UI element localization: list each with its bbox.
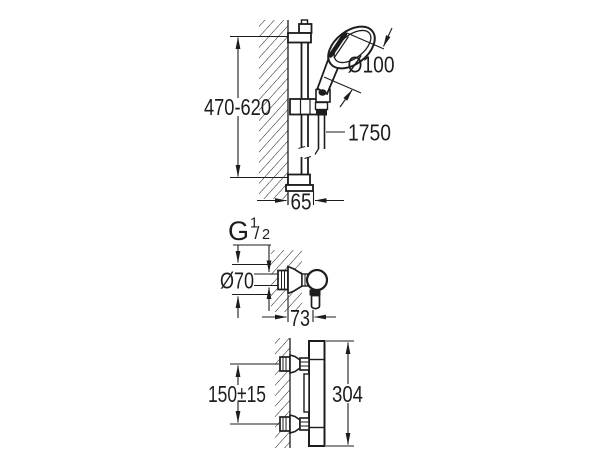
dimension-projection-depth: 73 bbox=[262, 295, 336, 331]
projection-depth-label: 73 bbox=[290, 305, 310, 331]
thread-numerator: 1 bbox=[250, 216, 258, 232]
thread-size-label: G 1 / 2 bbox=[228, 216, 270, 247]
dimension-body-length: 304 bbox=[332, 342, 363, 445]
rail-height-extension-lines bbox=[230, 35, 315, 205]
front-extension-lines bbox=[230, 340, 354, 447]
bracket-offset-label: 65 bbox=[291, 189, 312, 215]
body-length-label: 304 bbox=[332, 381, 363, 407]
thread-base: G bbox=[228, 216, 249, 246]
rail-bottom-flange bbox=[285, 184, 314, 192]
shower-rail bbox=[300, 42, 309, 175]
dimension-hose-length: 1750 bbox=[326, 120, 391, 146]
shower-hose bbox=[314, 115, 326, 155]
rail-top-bracket bbox=[287, 32, 312, 44]
rosette-diameter-label: Ø70 bbox=[220, 268, 254, 294]
mixer-body-shoulders bbox=[309, 358, 325, 429]
mixer-front-view: 150±15 304 bbox=[208, 338, 363, 448]
inlet-spacing-label: 150±15 bbox=[208, 381, 266, 407]
hose-connector bbox=[314, 101, 329, 111]
outlet-nipple bbox=[310, 294, 321, 310]
rail-height-label: 470-620 bbox=[204, 94, 271, 120]
handle-knob bbox=[305, 268, 329, 292]
hose-length-label: 1750 bbox=[348, 120, 391, 146]
dimension-inlet-spacing: 150±15 bbox=[208, 365, 266, 423]
rail-top-cap bbox=[298, 23, 313, 34]
mixer-front-plate bbox=[303, 373, 310, 413]
rail-break-marks bbox=[298, 145, 312, 160]
outlet-knurl bbox=[309, 289, 321, 296]
inlet-nut-facets bbox=[281, 270, 285, 290]
head-diameter-label: Ø100 bbox=[348, 52, 395, 78]
handle-joint bbox=[318, 89, 327, 96]
inlet-union-bottom bbox=[279, 413, 310, 435]
dimension-head-diameter: Ø100 bbox=[323, 27, 395, 108]
rail-bottom-bracket bbox=[287, 173, 311, 186]
thread-denominator: 2 bbox=[262, 227, 270, 243]
inlet-union-top bbox=[279, 353, 310, 375]
inlet-nut-side bbox=[277, 269, 289, 291]
mixer-side-view: G 1 / 2 Ø70 bbox=[220, 216, 336, 331]
dimension-rail-height: 470-620 bbox=[204, 37, 271, 177]
slider-detail-lines bbox=[299, 99, 311, 115]
handshower-face-slot bbox=[328, 31, 348, 58]
dimension-bracket-offset: 65 bbox=[257, 189, 344, 215]
wall-hatch bbox=[259, 20, 288, 199]
shower-rail-view: 470-620 Ø100 1750 65 bbox=[204, 19, 395, 215]
thread-slash: / bbox=[255, 223, 260, 243]
handshower-face-edge bbox=[333, 36, 349, 59]
hose-nut bbox=[316, 109, 327, 116]
mixer-body bbox=[308, 340, 326, 447]
handshower-head-inner bbox=[333, 29, 372, 64]
handshower-head bbox=[327, 25, 376, 70]
slider-bracket bbox=[289, 98, 320, 116]
